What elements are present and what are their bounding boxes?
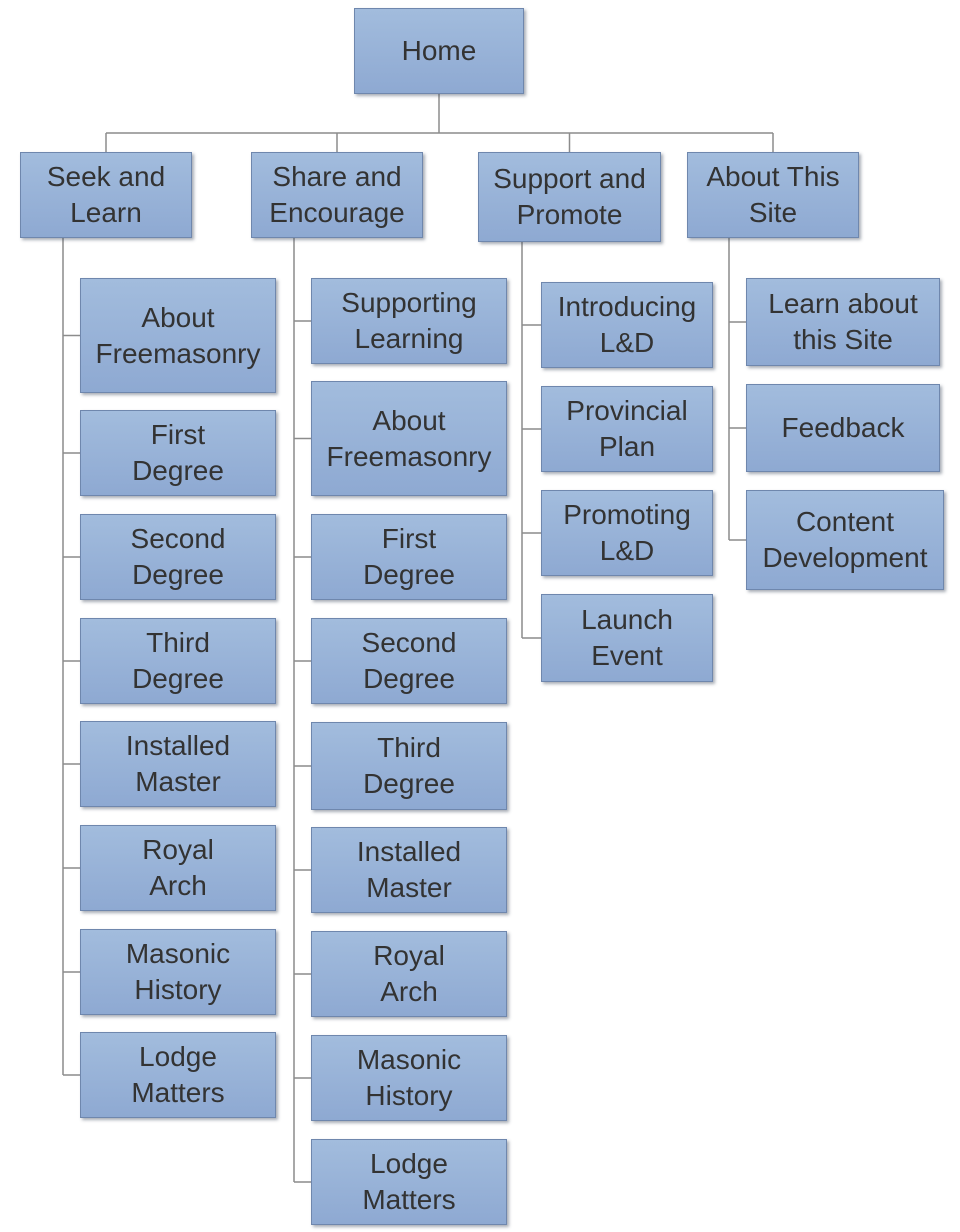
node-seek-lodge-matters[interactable]: Lodge Matters (80, 1032, 276, 1118)
node-seek-third-degree[interactable]: Third Degree (80, 618, 276, 704)
node-share-about-freemasonry[interactable]: About Freemasonry (311, 381, 507, 496)
node-share-installed-master[interactable]: Installed Master (311, 827, 507, 913)
node-seek-first-degree[interactable]: First Degree (80, 410, 276, 496)
node-share-lodge-matters[interactable]: Lodge Matters (311, 1139, 507, 1225)
node-share-royal-arch[interactable]: Royal Arch (311, 931, 507, 1017)
node-content-development[interactable]: Content Development (746, 490, 944, 590)
node-feedback[interactable]: Feedback (746, 384, 940, 472)
node-launch-event[interactable]: Launch Event (541, 594, 713, 682)
node-seek-about-freemasonry[interactable]: About Freemasonry (80, 278, 276, 393)
node-share-masonic-history[interactable]: Masonic History (311, 1035, 507, 1121)
node-provincial-plan[interactable]: Provincial Plan (541, 386, 713, 472)
node-seek-and-learn[interactable]: Seek and Learn (20, 152, 192, 238)
node-share-supporting-learning[interactable]: Supporting Learning (311, 278, 507, 364)
node-home[interactable]: Home (354, 8, 524, 94)
node-promoting-ld[interactable]: Promoting L&D (541, 490, 713, 576)
node-introducing-ld[interactable]: Introducing L&D (541, 282, 713, 368)
node-share-third-degree[interactable]: Third Degree (311, 722, 507, 810)
node-share-first-degree[interactable]: First Degree (311, 514, 507, 600)
node-seek-installed-master[interactable]: Installed Master (80, 721, 276, 807)
node-seek-masonic-history[interactable]: Masonic History (80, 929, 276, 1015)
node-seek-royal-arch[interactable]: Royal Arch (80, 825, 276, 911)
node-seek-second-degree[interactable]: Second Degree (80, 514, 276, 600)
node-share-and-encourage[interactable]: Share and Encourage (251, 152, 423, 238)
node-about-this-site[interactable]: About This Site (687, 152, 859, 238)
node-support-and-promote[interactable]: Support and Promote (478, 152, 661, 242)
node-learn-about-this-site[interactable]: Learn about this Site (746, 278, 940, 366)
node-share-second-degree[interactable]: Second Degree (311, 618, 507, 704)
